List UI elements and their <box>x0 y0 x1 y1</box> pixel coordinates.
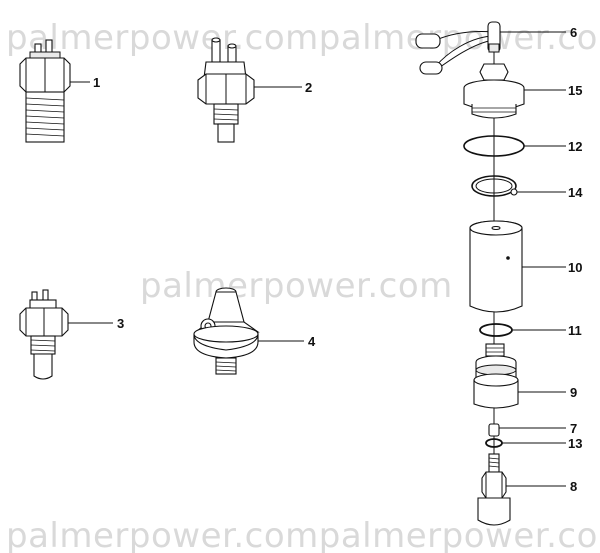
callout-14: 14 <box>568 185 583 200</box>
part-15-top-cap <box>463 52 525 119</box>
callout-9: 9 <box>570 385 577 400</box>
callout-8: 8 <box>570 479 577 494</box>
callout-7: 7 <box>570 421 577 436</box>
watermark-top: palmerpower.compalmerpower.com <box>6 18 600 58</box>
callout-2: 2 <box>305 80 312 95</box>
callout-15: 15 <box>568 83 582 98</box>
callout-12: 12 <box>568 139 582 154</box>
part-2-sensor <box>197 37 255 143</box>
part-7-spacer <box>488 423 500 437</box>
callout-4: 4 <box>308 334 316 349</box>
part-6-connector-leads <box>415 21 501 75</box>
leader-lines <box>68 31 566 487</box>
callout-10: 10 <box>568 260 582 275</box>
callout-3: 3 <box>117 316 124 331</box>
callout-6: 6 <box>570 25 577 40</box>
part-3-sender <box>19 289 69 380</box>
watermark-middle: palmerpower.com <box>140 266 453 306</box>
callout-11: 11 <box>568 323 582 338</box>
part-11-seal-ring <box>479 323 513 337</box>
part-9-float-body <box>473 343 519 409</box>
part-4-pressure-switch <box>193 287 260 375</box>
part-1-switch <box>19 39 71 143</box>
part-8-bottom-fitting <box>477 453 511 526</box>
callout-13: 13 <box>568 436 582 451</box>
callout-1: 1 <box>93 75 100 90</box>
part-10-float-tube <box>469 220 523 313</box>
